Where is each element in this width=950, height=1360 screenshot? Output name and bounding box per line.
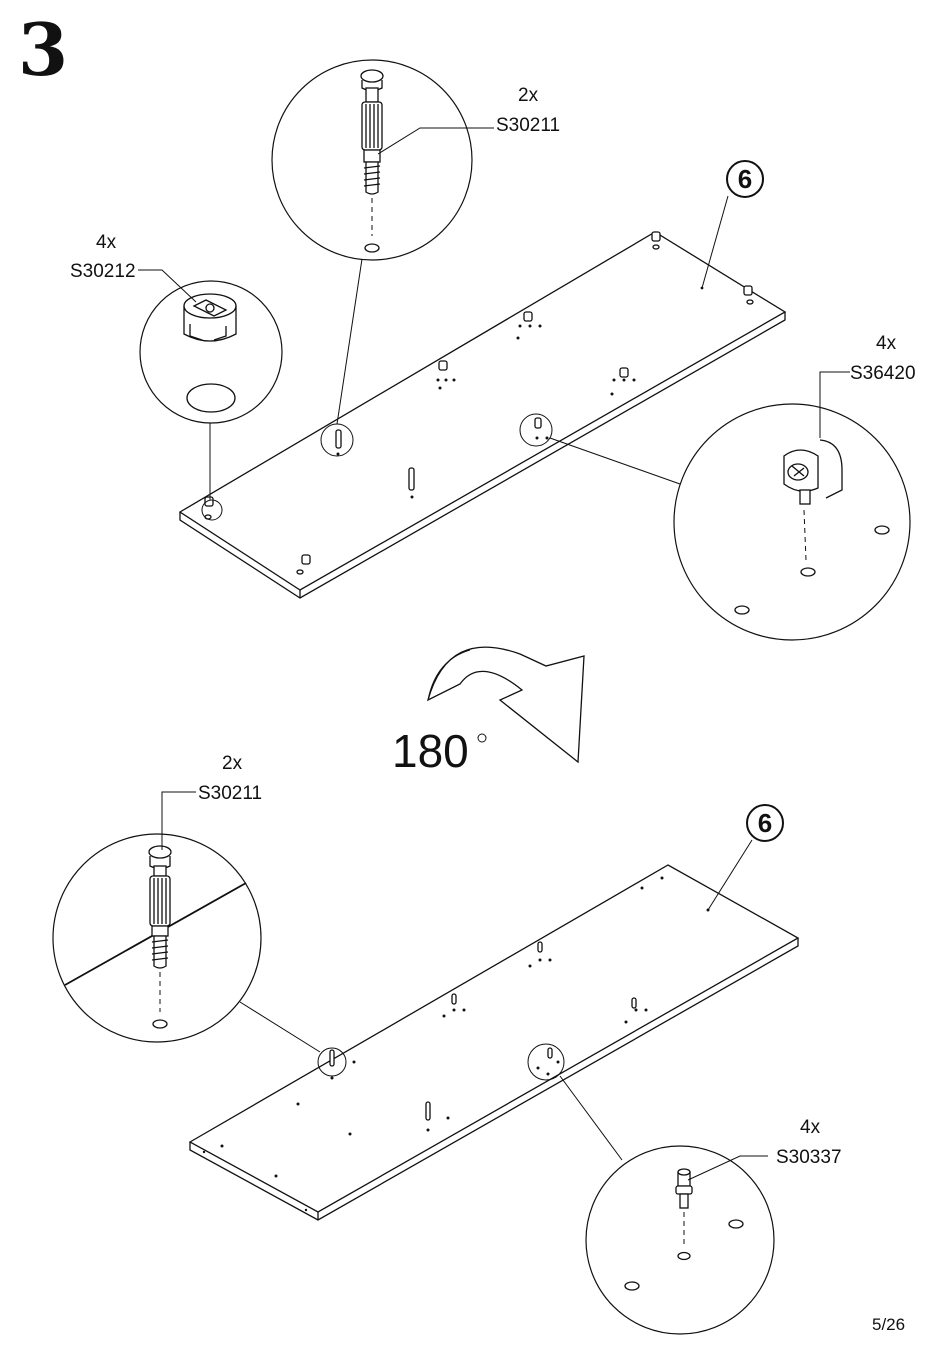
screw-bolt-icon (360, 69, 384, 253)
rotation-angle: 180 (392, 725, 469, 777)
cam-lock-detail-icon (183, 293, 237, 413)
step-number: 3 (18, 7, 68, 92)
callout-code: S30212 (70, 261, 136, 282)
callout-qty: 4x (876, 333, 897, 354)
page-number: 5/26 (872, 1315, 906, 1334)
callout-code: S30211 (198, 783, 263, 804)
callout-qty: 4x (96, 232, 117, 253)
top-panel (138, 59, 911, 641)
dowel-pin-icon (329, 941, 637, 1121)
shelf-pin-icon (624, 1168, 744, 1291)
rotate-arrow-icon (426, 646, 585, 764)
part-number-badge: 6 (746, 804, 784, 842)
callout-qty: 2x (222, 753, 243, 774)
bottom-panel (52, 791, 800, 1335)
dowel-pin-icon (335, 417, 542, 491)
part-number-badge: 6 (726, 160, 764, 198)
callout-code: S30337 (776, 1147, 842, 1168)
screw-bolt-icon (148, 845, 172, 1029)
callout-code: S36420 (850, 363, 916, 384)
callout-qty: 2x (518, 85, 539, 106)
cam-lock-icon (204, 231, 754, 575)
shelf-support-icon (734, 439, 890, 615)
callout-qty: 4x (800, 1117, 821, 1138)
callout-code: S30211 (496, 115, 561, 136)
